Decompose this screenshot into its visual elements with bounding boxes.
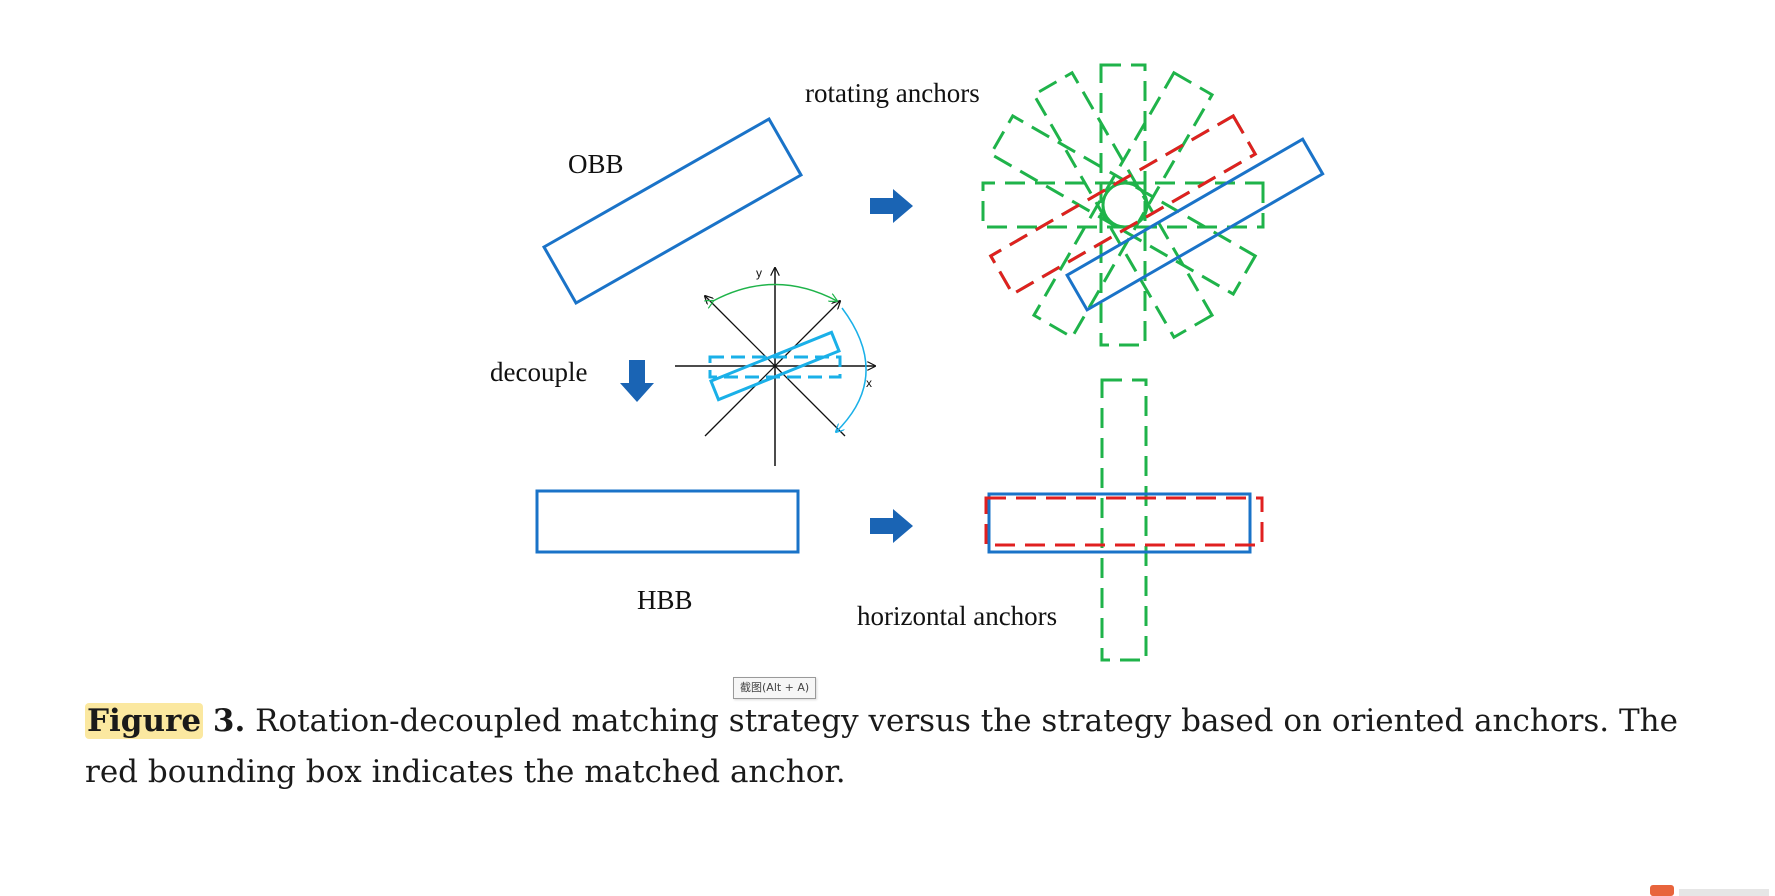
corner-widget-icon[interactable] <box>1645 881 1775 896</box>
rotating-anchors <box>981 63 1265 347</box>
arrow-right-bottom-icon <box>870 509 913 543</box>
horizontal-gt-box <box>987 492 1252 554</box>
figure-word[interactable]: Figure <box>85 703 204 739</box>
hbb-label: HBB <box>637 585 693 615</box>
decouple-label: decouple <box>490 357 587 387</box>
obb-box <box>541 116 804 306</box>
axis-y-label: y <box>756 266 762 280</box>
rotating-matched-anchor <box>988 113 1258 297</box>
arrow-right-top-icon <box>870 189 913 223</box>
obb-label: OBB <box>568 149 624 179</box>
arrow-down-icon <box>620 360 654 402</box>
decouple-axes-diagram: y x <box>675 266 875 466</box>
rotating-anchors-label: rotating anchors <box>805 78 980 108</box>
figure-number: 3. <box>212 703 246 739</box>
screenshot-tooltip: 截图(Alt + A) <box>733 677 817 699</box>
hbb-box <box>535 489 800 554</box>
figure-caption: Figure 3. Rotation-decoupled matching st… <box>85 696 1685 798</box>
figure-diagram: rotating anchors OBB decouple HBB horizo… <box>490 63 1325 662</box>
caption-text: Rotation-decoupled matching strategy ver… <box>85 703 1678 790</box>
horizontal-anchors <box>1100 378 1148 662</box>
horizontal-matched-anchor <box>984 496 1264 547</box>
horizontal-anchors-label: horizontal anchors <box>857 601 1057 631</box>
oriented-gt-box <box>1065 137 1325 312</box>
axis-x-label: x <box>866 376 872 390</box>
